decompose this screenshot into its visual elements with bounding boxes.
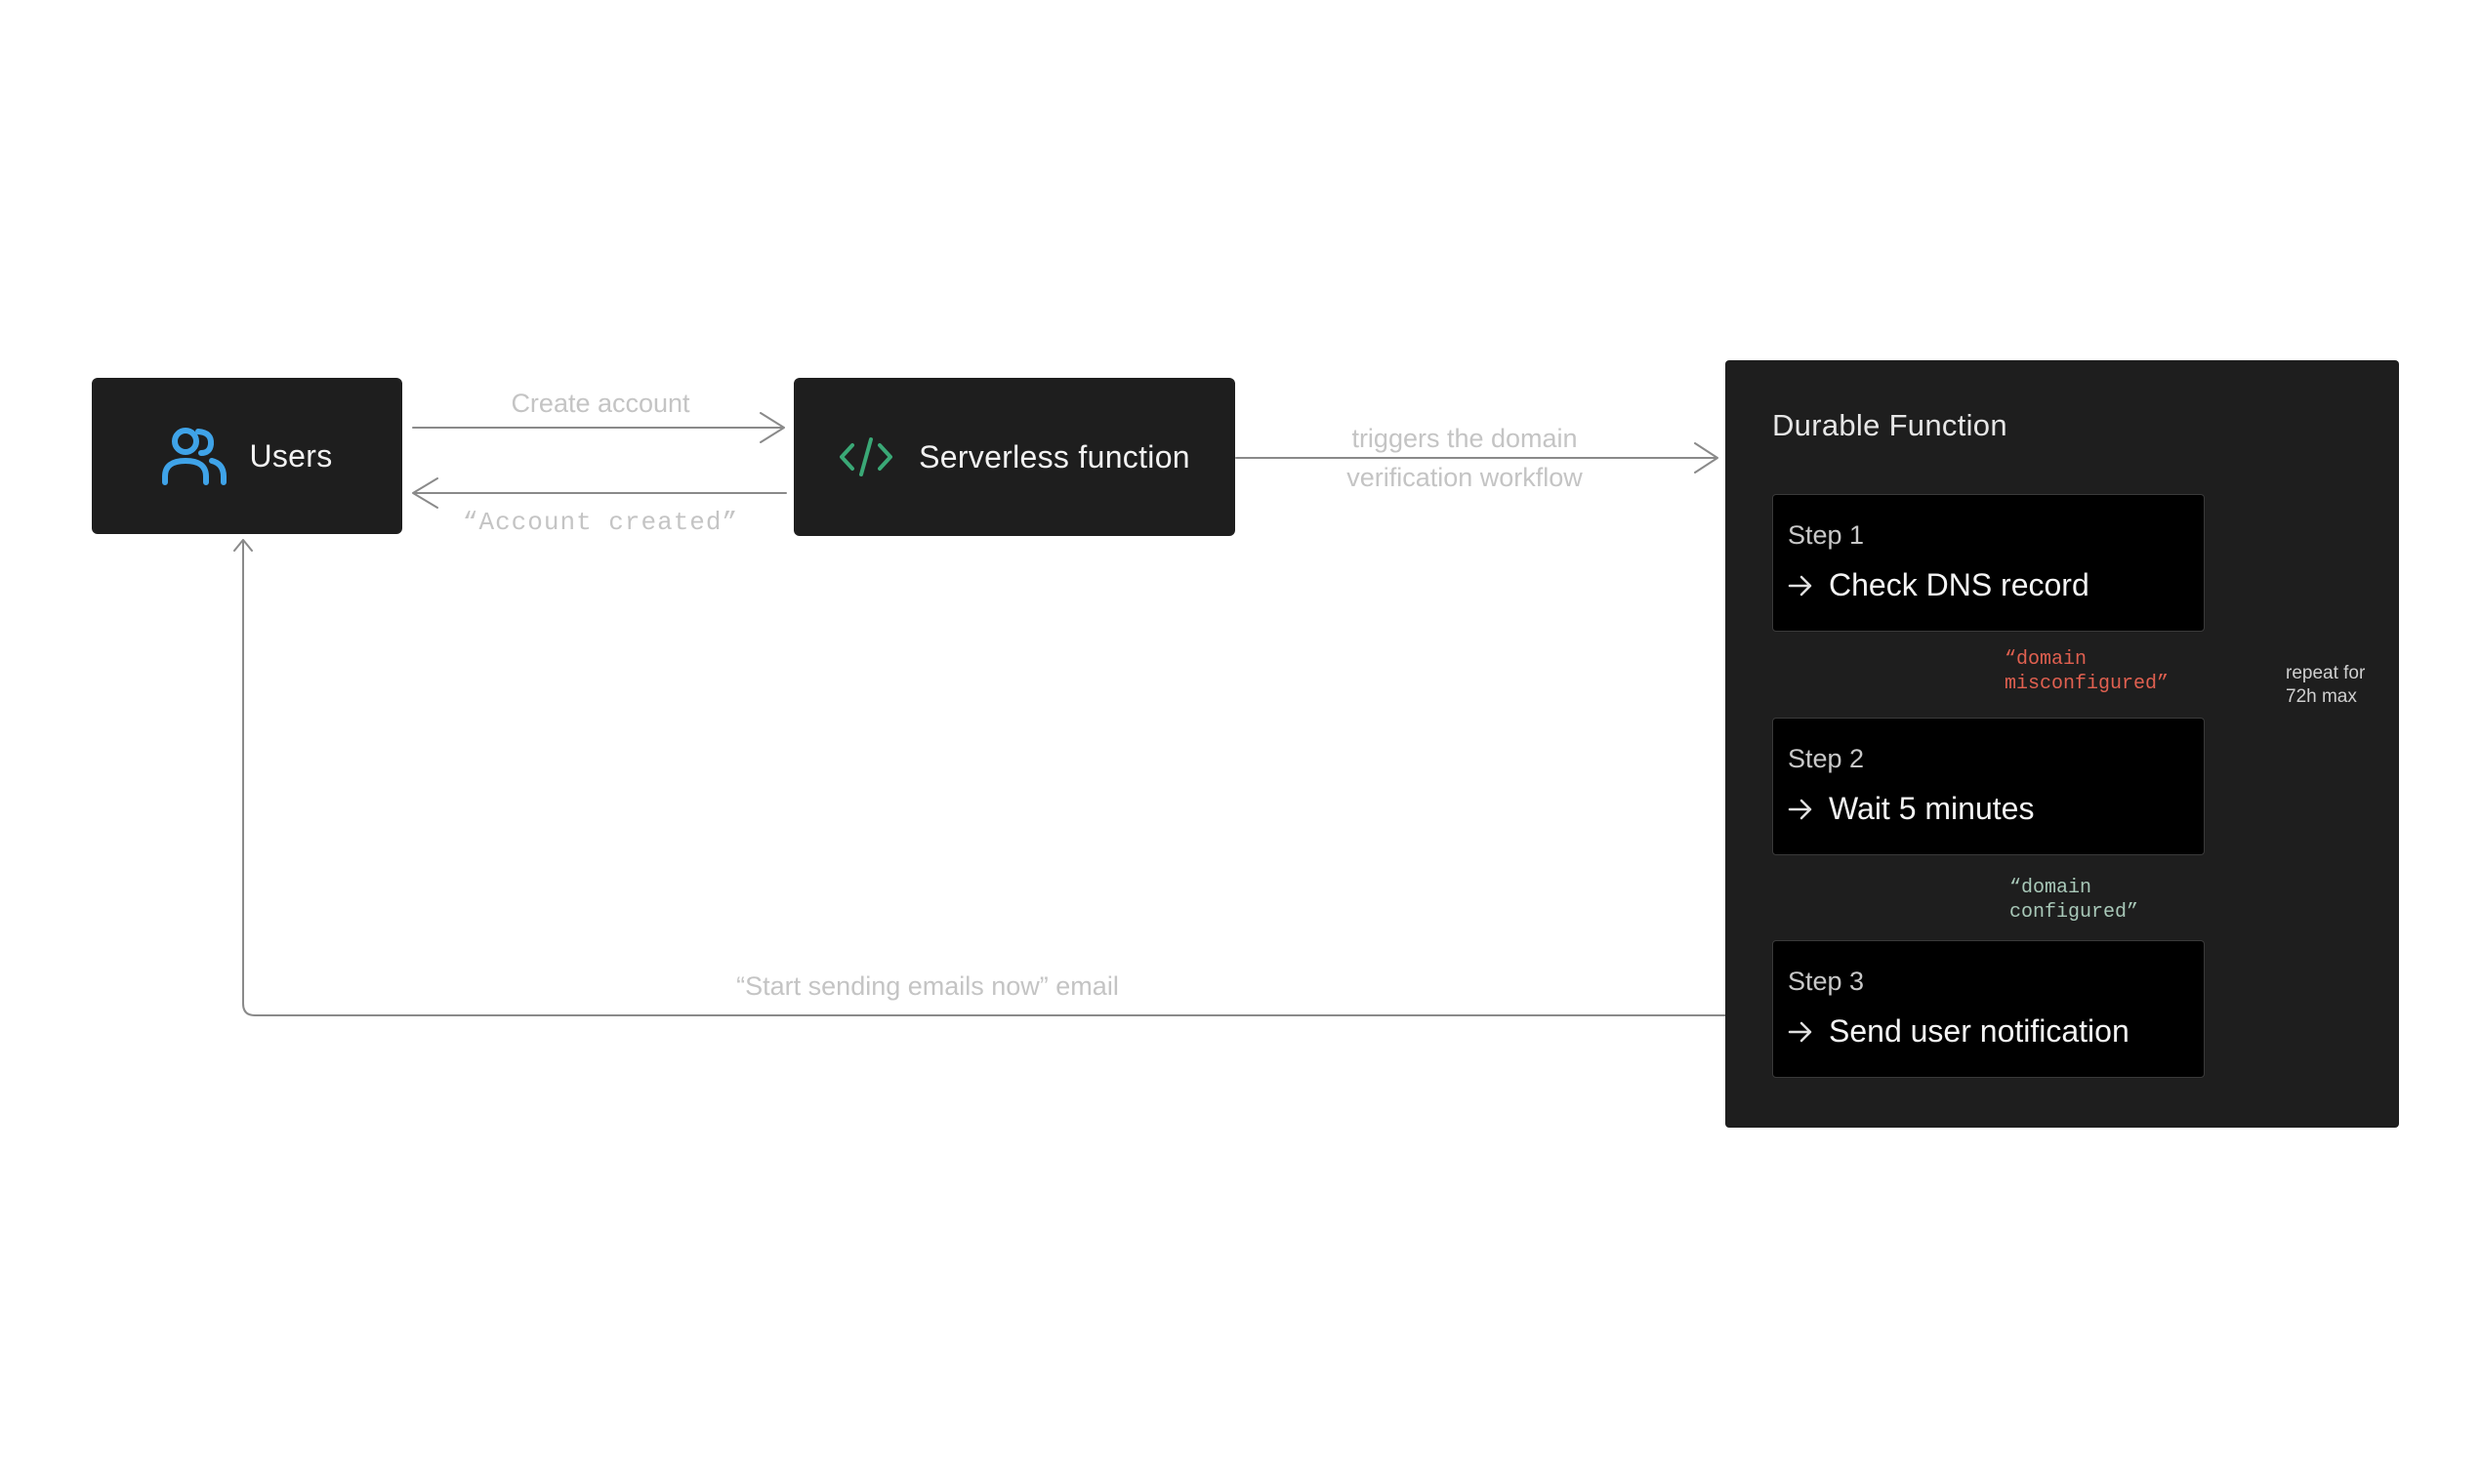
durable-function-title: Durable Function (1772, 408, 2007, 442)
users-node[interactable]: Users (92, 378, 402, 534)
triggers-label-line2: verification workflow (1346, 463, 1583, 492)
configured-line2: configured” (2009, 901, 2139, 924)
arrow-right-icon (1788, 1021, 1812, 1042)
step-2-card[interactable]: Step 2 Wait 5 minutes (1772, 718, 2205, 855)
step-3-title: Send user notification (1829, 1013, 2130, 1049)
arrow-right-icon (1788, 575, 1812, 596)
start-sending-label: “Start sending emails now” email (736, 971, 1119, 1001)
step-2-title: Wait 5 minutes (1829, 791, 2035, 826)
step-1-card[interactable]: Step 1 Check DNS record (1772, 494, 2205, 632)
account-created-label: “Account created” (462, 508, 739, 537)
repeat-label: repeat for 72h max (2286, 662, 2365, 709)
serverless-function-node[interactable]: Serverless function (794, 378, 1235, 536)
step-3-label: Step 3 (1788, 967, 1865, 996)
triggers-label-line1: triggers the domain (1351, 424, 1578, 453)
notify-users-arrow (233, 539, 1773, 1016)
domain-configured-label: “domain configured” (2009, 876, 2138, 925)
configured-line1: “domain (2009, 877, 2092, 899)
repeat-line1: repeat for (2286, 663, 2366, 683)
step-2-title-row: Wait 5 minutes (1788, 791, 2034, 827)
users-label: Users (249, 437, 333, 474)
step-1-label: Step 1 (1788, 520, 1865, 550)
repeat-line2: 72h max (2286, 686, 2357, 707)
misconfigured-line2: misconfigured” (2005, 673, 2170, 695)
step-1-title: Check DNS record (1829, 567, 2089, 602)
users-icon (161, 426, 227, 486)
serverless-function-label: Serverless function (919, 438, 1190, 474)
code-icon (839, 435, 893, 478)
domain-misconfigured-label: “domain misconfigured” (2005, 647, 2169, 696)
misconfigured-line1: “domain (2005, 648, 2088, 671)
step-1-title-row: Check DNS record (1788, 567, 2089, 603)
step-3-card[interactable]: Step 3 Send user notification (1772, 940, 2205, 1078)
arrow-right-icon (1788, 799, 1812, 819)
step-2-label: Step 2 (1788, 744, 1865, 773)
create-account-label: Create account (511, 389, 690, 418)
step-3-title-row: Send user notification (1788, 1013, 2130, 1050)
